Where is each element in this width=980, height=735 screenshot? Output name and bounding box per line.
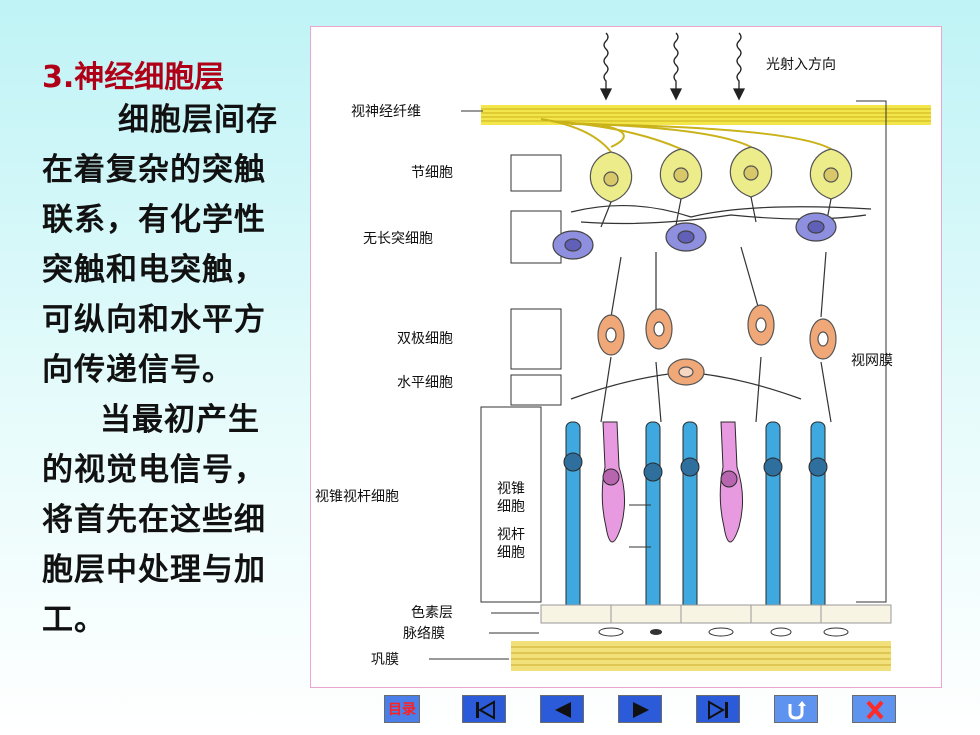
first-page-button[interactable] (462, 695, 506, 723)
sclera-layer (511, 641, 891, 671)
next-page-icon (633, 702, 649, 718)
retina-diagram: 光射入方向 视神经纤维 节细胞 无长突细胞 双极细胞 (310, 26, 942, 688)
label-cone-rod-cells: 视锥视杆细胞 (315, 489, 399, 505)
label-retina: 视网膜 (851, 353, 893, 369)
contents-button[interactable]: 目录 (384, 695, 420, 723)
label-rod-cell-1: 视杆 (497, 527, 525, 543)
light-arrows (599, 32, 746, 101)
close-icon (866, 700, 884, 720)
label-cone-cell-1: 视锥 (497, 481, 525, 497)
photoreceptor-rods (563, 421, 828, 618)
label-choroid: 脉络膜 (403, 626, 445, 642)
last-page-button[interactable] (696, 695, 740, 723)
ganglion-cells (589, 146, 853, 203)
last-page-icon (708, 700, 728, 720)
bipolar-cells (597, 304, 837, 360)
prev-page-icon (555, 702, 571, 718)
next-page-button[interactable] (618, 695, 662, 723)
label-light-direction: 光射入方向 (766, 57, 836, 73)
photoreceptor-cones (601, 421, 743, 543)
prev-page-button[interactable] (540, 695, 584, 723)
label-amacrine-cells: 无长突细胞 (363, 231, 433, 247)
horizontal-cell (570, 358, 802, 400)
label-optic-nerve-fibers: 视神经纤维 (351, 104, 421, 120)
body-text: 细胞层间存在着复杂的突触联系，有化学性突触和电突触，可纵向和水平方向传递信号。 … (42, 95, 287, 645)
return-button[interactable] (774, 695, 818, 723)
paragraph-synapse: 细胞层间存在着复杂的突触联系，有化学性突触和电突触，可纵向和水平方向传递信号。 (42, 102, 278, 388)
retina-diagram-svg: 光射入方向 视神经纤维 节细胞 无长突细胞 双极细胞 (315, 32, 931, 671)
label-bipolar-cells: 双极细胞 (397, 331, 453, 347)
paragraph-signal: 当最初产生的视觉电信号，将首先在这些细胞层中处理与加工。 (42, 402, 266, 638)
label-pigment-layer: 色素层 (411, 604, 453, 621)
nav-bar: 目录 (384, 695, 904, 725)
label-sclera: 巩膜 (371, 652, 399, 668)
close-button[interactable] (852, 695, 896, 723)
section-heading: 3.神经细胞层 (42, 60, 225, 95)
label-cone-cell-2: 细胞 (497, 499, 525, 515)
first-page-icon (476, 700, 495, 720)
choroid-layer (541, 625, 891, 639)
amacrine-cells (552, 212, 837, 260)
pigment-layer (540, 604, 892, 624)
label-ganglion-cells: 节细胞 (411, 165, 453, 181)
return-icon (788, 701, 806, 720)
optic-nerve-fiber-band (481, 105, 931, 125)
label-rod-cell-2: 细胞 (497, 545, 525, 561)
label-horizontal-cells: 水平细胞 (397, 375, 453, 391)
